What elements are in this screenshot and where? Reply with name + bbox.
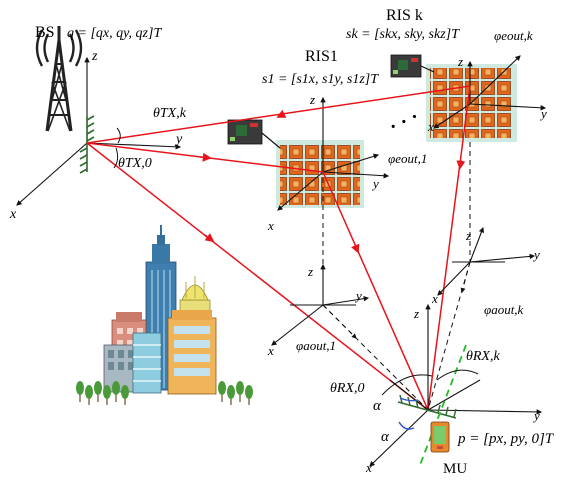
ris-controller-icon xyxy=(390,54,435,78)
theta-tx-0: θTX,0 xyxy=(118,156,152,171)
mu-orientation-line xyxy=(419,344,467,466)
bs-antenna-array xyxy=(79,115,95,174)
bs-axes xyxy=(16,56,182,206)
phi-out-e-k: φeout,k xyxy=(494,28,533,43)
ris-k-axis-y: y xyxy=(539,106,547,121)
ris-k-axis-z: z xyxy=(457,54,463,69)
mu-axis-x: x xyxy=(365,460,372,475)
phi-out-a-1: φaout,1 xyxy=(296,338,336,353)
ris-1-axis-z: z xyxy=(309,92,315,107)
mu-axis-y: y xyxy=(532,408,540,423)
tree-icon xyxy=(76,381,253,399)
alpha-lower: α xyxy=(381,429,390,445)
bs-axis-y: y xyxy=(174,132,183,147)
theta-rx-k: θRX,k xyxy=(466,349,500,364)
ris-k-proj-axis-z: z xyxy=(465,228,471,243)
angle-arcs xyxy=(113,127,479,430)
phone-icon xyxy=(430,421,450,453)
building-icon xyxy=(103,225,217,395)
ris-1-projected-axes xyxy=(271,263,370,346)
ris-1-axis-y: y xyxy=(371,176,379,191)
ris-1-label: RIS1 xyxy=(305,48,338,65)
bs-label: BS xyxy=(35,24,55,41)
bs-axis-x: x xyxy=(9,207,17,222)
bs-position-vector: q = [qx, qy, qz]T xyxy=(67,26,162,41)
ris-1-proj-axis-x: x xyxy=(267,343,274,358)
ris-1-proj-axis-z: z xyxy=(307,264,313,279)
phi-out-a-k: φaout,k xyxy=(484,302,524,317)
ris-1-position-vector: s1 = [s1x, s1y, s1z]T xyxy=(262,72,379,87)
ris-k-label: RIS k xyxy=(386,7,423,24)
mu-label: MU xyxy=(443,461,467,477)
mu-position-vector: p = [px, py, 0]T xyxy=(457,431,555,447)
ris-k-proj-axis-x: x xyxy=(431,291,438,306)
ris-k-proj-axis-y: y xyxy=(532,247,540,262)
ris-k-axis-x: x xyxy=(427,119,434,134)
projection-lines xyxy=(322,142,471,411)
phi-out-e-1: φeout,1 xyxy=(388,151,427,166)
ris-1-axes xyxy=(277,96,390,211)
ris-controller-icon xyxy=(227,119,281,149)
ris-k-axes xyxy=(433,55,547,129)
tower-icon xyxy=(35,26,83,132)
signal-links xyxy=(86,85,471,411)
ellipsis-dots: · · · xyxy=(386,106,423,139)
ris-1-proj-axis-y: y xyxy=(354,288,362,303)
theta-tx-k: θTX,k xyxy=(153,106,187,121)
ris-k-position-vector: sk = [skx, sky, skz]T xyxy=(346,27,460,42)
alpha-upper: α xyxy=(373,398,382,414)
theta-rx-0: θRX,0 xyxy=(330,381,364,396)
bs-axis-z: z xyxy=(91,49,98,64)
tree-trunks xyxy=(79,395,250,405)
ris-k-projected-axes xyxy=(437,226,536,296)
ris-1-axis-x: x xyxy=(267,218,274,233)
mu-axis-z: z xyxy=(413,306,419,321)
